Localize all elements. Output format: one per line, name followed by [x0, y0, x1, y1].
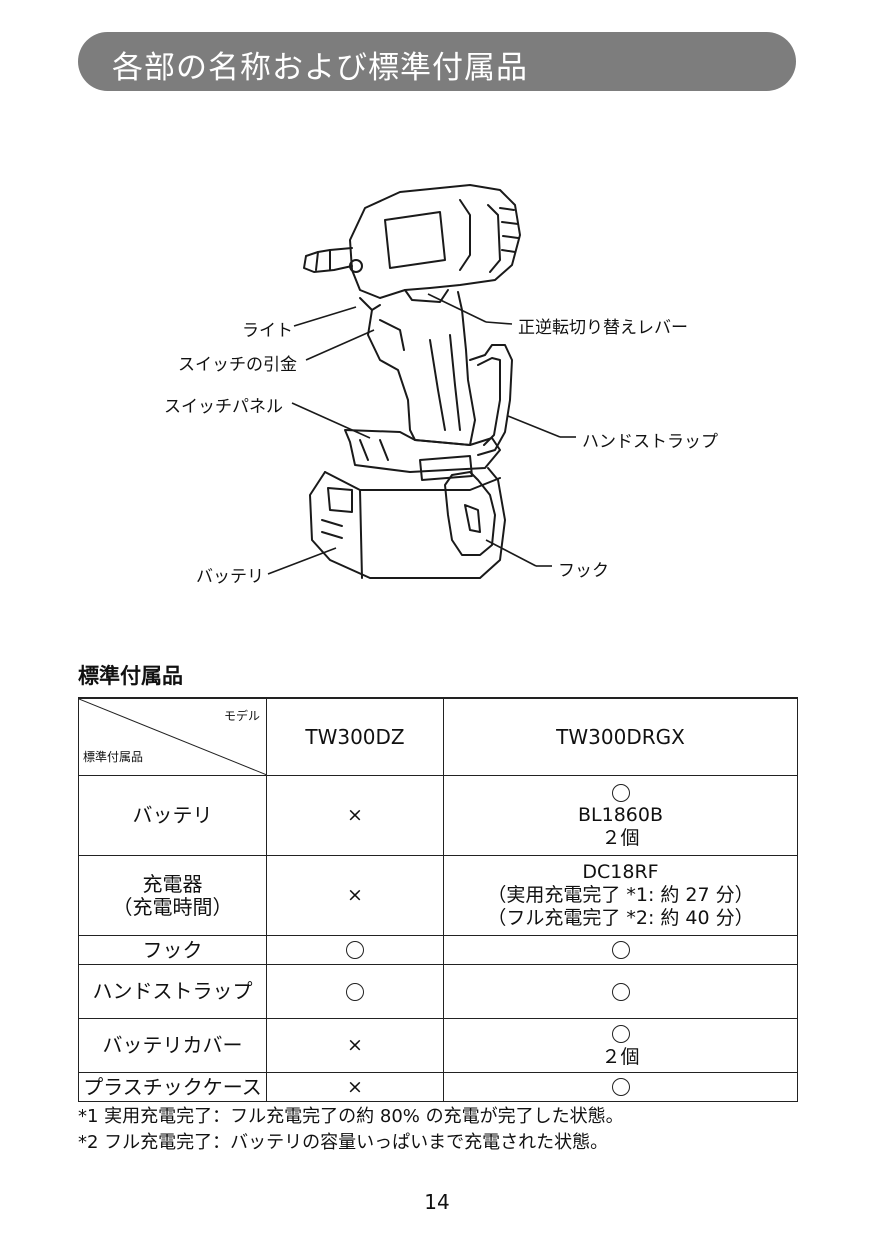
dz-cell: × — [266, 1018, 444, 1073]
circle-icon — [611, 982, 630, 1001]
included-mark — [444, 1023, 797, 1046]
item-label: フック — [142, 937, 203, 962]
callout-hand-strap: ハンドストラップ — [582, 432, 718, 452]
drgx-cell — [443, 964, 798, 1019]
included-mark — [444, 781, 797, 804]
accessory-name-cell: フック — [78, 935, 267, 965]
item-label: プラスチックケース — [83, 1074, 262, 1099]
cell-text: × — [347, 1075, 363, 1098]
dz-cell: × — [266, 775, 444, 856]
footnote-2: *2 フル充電完了：バッテリの容量いっぱいまで充電された状態。 — [78, 1132, 609, 1153]
model-header-dz: TW300DZ — [266, 697, 444, 776]
dz-cell — [266, 964, 444, 1019]
callout-reverse-lever: 正逆転切り替えレバー — [518, 318, 688, 338]
circle-icon — [346, 982, 364, 1001]
accessories-table: モデル 標準付属品 TW300DZ TW300DRGX バッテリ × BL1860B… — [78, 697, 798, 1102]
item-label: バッテリカバー — [102, 1033, 243, 1057]
callout-hook: フック — [558, 561, 609, 581]
table-row: フック — [78, 935, 798, 965]
item-label: （充電時間） — [112, 894, 233, 919]
item-label: 充電器 — [142, 871, 203, 896]
dz-cell: × — [266, 855, 444, 936]
cell-text: DC18RF — [582, 861, 659, 883]
callout-battery: バッテリ — [196, 567, 264, 587]
model-header-drgx: TW300DRGX — [443, 697, 798, 776]
accessory-name-cell: バッテリカバー — [78, 1018, 267, 1073]
footnote-1: *1 実用充電完了：フル充電完了の約 80% の充電が完了した状態。 — [78, 1106, 624, 1127]
included-mark — [444, 980, 797, 1003]
dz-cell — [266, 935, 444, 965]
table-row: ハンドストラップ — [78, 964, 798, 1019]
drgx-cell — [443, 935, 798, 965]
cell-text: BL1860B — [577, 804, 663, 826]
header-accessory-label: 標準付属品 — [83, 750, 144, 764]
included-mark — [267, 980, 443, 1003]
table-row: プラスチックケース × — [78, 1072, 798, 1102]
footnotes: *1 実用充電完了：フル充電完了の約 80% の充電が完了した状態。 *2 フル… — [78, 1104, 624, 1156]
circle-icon — [611, 1025, 630, 1043]
accessory-name-cell: バッテリ — [78, 775, 267, 856]
impact-driver-drawing — [267, 184, 576, 579]
item-label: バッテリ — [132, 803, 213, 827]
accessory-name-cell: 充電器（充電時間） — [78, 855, 267, 936]
cell-text: × — [347, 1034, 363, 1056]
cell-text: ２個 — [601, 1045, 640, 1068]
circle-icon — [611, 1078, 630, 1096]
dz-cell: × — [266, 1072, 444, 1102]
callout-trigger: スイッチの引金 — [178, 355, 297, 375]
cell-text: ２個 — [601, 827, 640, 849]
title-bar: 各部の名称および標準付属品 — [78, 32, 796, 91]
leader-lines — [267, 293, 576, 575]
page-number: 14 — [424, 1190, 450, 1214]
table-header-row: モデル 標準付属品 TW300DZ TW300DRGX — [78, 697, 798, 776]
included-mark — [444, 1076, 797, 1099]
diagonal-line — [79, 699, 267, 775]
included-mark — [444, 939, 797, 962]
accessories-heading: 標準付属品 — [78, 664, 183, 688]
drgx-cell: ２個 — [443, 1018, 798, 1073]
table-row: 充電器（充電時間） × DC18RF（実用充電完了 *1: 約 27 分）（フル充電… — [78, 855, 798, 936]
drgx-cell — [443, 1072, 798, 1102]
drgx-cell: DC18RF（実用充電完了 *1: 約 27 分）（フル充電完了 *2: 約 4… — [443, 855, 798, 936]
circle-icon — [346, 941, 364, 959]
header-corner-cell: モデル 標準付属品 — [78, 697, 267, 776]
cell-text: （フル充電完了 *2: 約 40 分） — [487, 907, 754, 929]
cell-text: （実用充電完了 *1: 約 27 分） — [487, 884, 754, 906]
page-title: 各部の名称および標準付属品 — [112, 50, 528, 86]
header-model-label: モデル — [223, 709, 260, 723]
cell-text: × — [347, 804, 363, 826]
cell-text: × — [347, 884, 363, 906]
callout-light: ライト — [242, 321, 293, 341]
included-mark — [267, 939, 443, 962]
circle-icon — [611, 941, 630, 959]
circle-icon — [611, 783, 630, 802]
callout-switch-panel: スイッチパネル — [164, 397, 283, 417]
item-label: ハンドストラップ — [92, 979, 253, 1003]
accessory-name-cell: ハンドストラップ — [78, 964, 267, 1019]
table-row: バッテリカバー × ２個 — [78, 1018, 798, 1073]
tool-illustration: ライト スイッチの引金 スイッチパネル バッテリ 正逆転切り替えレバー ハンドス… — [0, 160, 874, 610]
accessory-name-cell: プラスチックケース — [78, 1072, 267, 1102]
